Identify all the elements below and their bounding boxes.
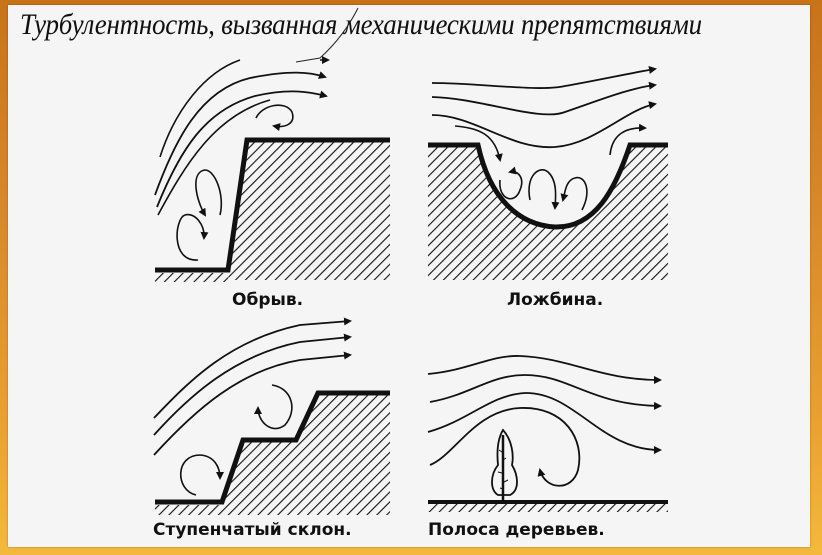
stray-line	[295, 7, 359, 63]
cliff-diagram	[154, 56, 390, 282]
page-title: Турбулентность, вызванная механическими …	[20, 8, 702, 41]
diagram-panel	[8, 5, 810, 547]
caption-cliff: Обрыв.	[232, 290, 304, 310]
tree-belt-diagram	[427, 355, 668, 512]
caption-tree-belt: Полоса деревьев.	[428, 520, 605, 540]
caption-stepped-slope: Ступенчатый склон.	[153, 520, 352, 540]
hollow-diagram	[428, 65, 668, 280]
caption-hollow: Ложбина.	[507, 290, 604, 310]
tree-icon	[491, 428, 518, 502]
stepped-slope-diagram	[153, 317, 390, 515]
